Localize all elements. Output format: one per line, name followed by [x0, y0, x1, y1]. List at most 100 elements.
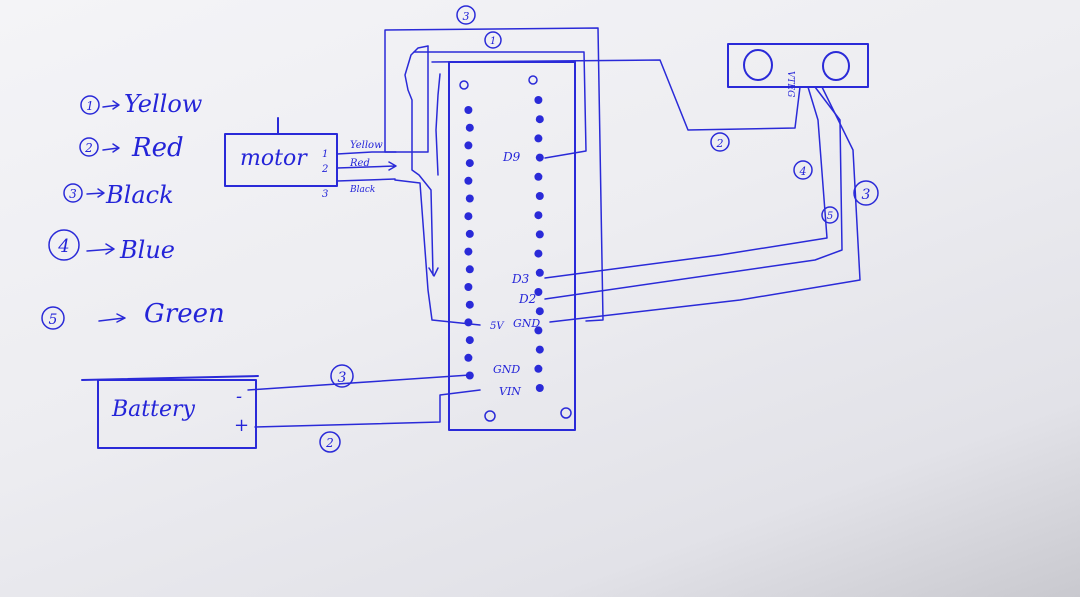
wire-red-battery	[254, 389, 481, 428]
wire-blue-d3	[544, 86, 828, 279]
header-pin	[465, 194, 474, 203]
header-pin	[464, 353, 473, 362]
wires: 3 1 2 4 5 3 3 2	[247, 5, 879, 453]
pin-label-gnd-power: GND	[493, 363, 520, 376]
wire-red-sensor-vcc	[431, 59, 801, 131]
header-pin	[464, 141, 473, 150]
legend-item-3: 3 Black	[63, 181, 174, 209]
battery-plus: +	[234, 415, 249, 436]
wire-red-aux	[435, 73, 441, 176]
sensor-body	[727, 43, 869, 88]
battery-label: Battery	[111, 397, 196, 422]
wire-yellow-left	[404, 45, 439, 277]
header-pin	[464, 106, 473, 114]
legend-circle-icon	[79, 137, 99, 157]
wire-tag-circle	[456, 5, 476, 25]
header-pin	[535, 307, 544, 316]
legend-item-2: 2 Red	[79, 133, 184, 163]
motor-wire-black	[336, 178, 396, 182]
arrow-icon	[86, 188, 105, 198]
ultrasonic-sensor: VTEG	[727, 43, 869, 97]
mount-hole	[528, 75, 538, 85]
header-pin	[535, 115, 544, 124]
header-pin	[465, 265, 474, 274]
legend-number: 5	[49, 312, 58, 328]
header-pin	[534, 364, 543, 373]
header-pin	[465, 336, 474, 345]
motor-wire-label: Yellow	[350, 140, 383, 151]
legend-number: 3	[69, 187, 77, 201]
pin-label-d3: D3	[511, 272, 530, 286]
motor: motor 1 2 3 Yellow Red Black	[224, 45, 429, 200]
wire-tag-circle	[330, 364, 354, 388]
legend-number: 4	[57, 236, 69, 257]
header-pin	[534, 288, 543, 296]
legend-color-name: Blue	[119, 236, 175, 264]
pin-label-d9: D9	[502, 150, 521, 164]
header-pin	[465, 229, 474, 238]
wire-black-sensor-gnd	[549, 86, 861, 323]
wire-black-gnd-top	[384, 27, 604, 322]
wire-tag-circle	[821, 206, 839, 224]
header-pin	[535, 384, 544, 392]
wire-tag: 3	[338, 370, 347, 386]
wire-tag: 2	[325, 436, 334, 450]
sensor-transducer-right	[822, 51, 850, 81]
header-pin	[464, 318, 473, 327]
header-pin	[534, 134, 543, 143]
motor-wire-red	[336, 161, 397, 171]
mount-hole	[484, 410, 496, 422]
wire-tag: 3	[463, 10, 470, 23]
motor-wire-yellow	[336, 45, 429, 155]
header-pin	[534, 96, 543, 104]
pin-label-d2: D2	[518, 292, 536, 306]
wire-tag: 3	[862, 187, 871, 203]
sensor-pin-labels: VTEG	[785, 71, 795, 97]
header-pin	[464, 247, 473, 256]
header-pin	[535, 192, 544, 200]
sensor-transducer-left	[743, 49, 773, 81]
legend-item-5: 5 Green	[41, 299, 225, 330]
legend-item-1: 1 Yellow	[80, 90, 203, 118]
header-pin	[465, 300, 474, 309]
mount-hole	[459, 80, 469, 90]
pin-label-5v: 5V	[490, 321, 505, 332]
header-pin	[535, 230, 544, 239]
legend-item-4: 4 Blue	[48, 229, 175, 264]
mount-hole	[560, 407, 572, 419]
left-pin-header	[464, 106, 474, 380]
wire-red-5v	[394, 179, 481, 326]
arrow-icon	[102, 143, 120, 153]
header-pin	[465, 159, 474, 168]
motor-pin-number: 2	[321, 164, 328, 175]
motor-wire-label: Red	[349, 158, 370, 169]
legend-number: 1	[86, 99, 94, 113]
pin-label-gnd: GND	[513, 317, 540, 330]
wire-tag: 1	[490, 36, 496, 47]
header-pin	[464, 283, 473, 291]
motor-wire-label: Black	[349, 185, 375, 195]
header-pin	[534, 249, 543, 258]
battery-body	[97, 379, 257, 449]
wire-green-d2	[544, 86, 843, 300]
wire-tag: 4	[799, 165, 807, 178]
pin-label-vin: VIN	[499, 385, 521, 398]
legend-color-name: Red	[131, 133, 184, 163]
wire-black-battery	[247, 374, 471, 391]
legend-circle-icon	[41, 306, 65, 330]
color-legend: 1 Yellow 2 Red 3 Black 4 Blue 5 Green	[41, 90, 225, 330]
legend-circle-icon	[48, 229, 80, 261]
header-pin	[535, 345, 544, 354]
header-pin	[534, 172, 543, 181]
right-pin-header	[534, 96, 544, 392]
battery: Battery - +	[81, 375, 259, 449]
header-pin	[534, 211, 543, 220]
header-pin	[464, 176, 473, 185]
legend-circle-icon	[63, 183, 83, 203]
arrow-icon	[86, 243, 115, 255]
wire-yellow-d9	[413, 51, 587, 159]
motor-body	[224, 133, 338, 187]
wire-tag-circle	[319, 431, 341, 453]
battery-minus: -	[236, 386, 242, 407]
wire-tag-circle	[710, 132, 730, 152]
